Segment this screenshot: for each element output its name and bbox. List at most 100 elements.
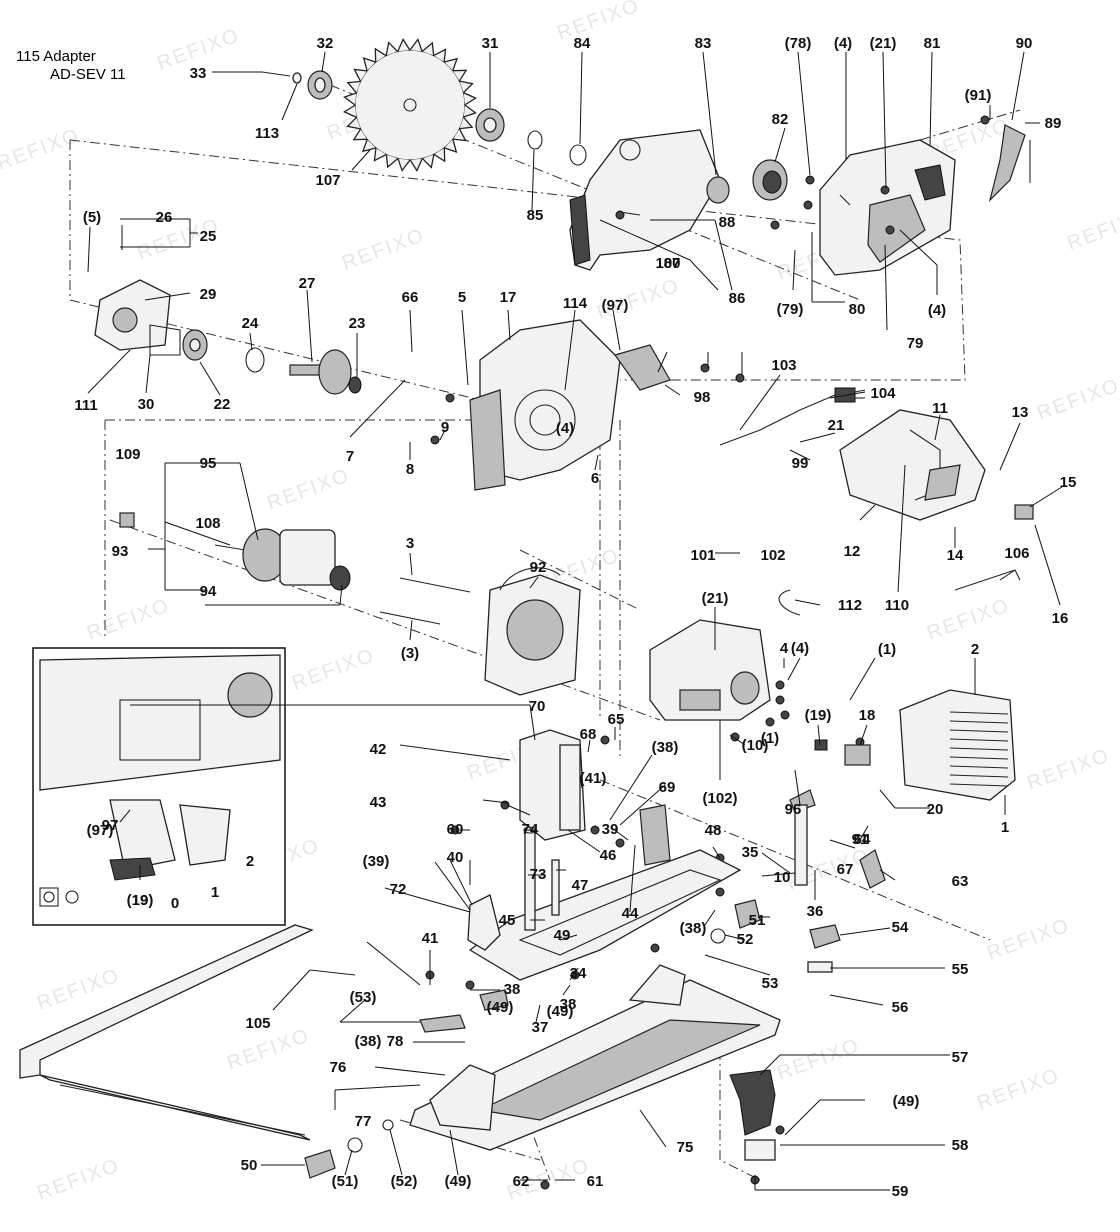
callout-label: (49) xyxy=(487,999,514,1016)
pillar-46 xyxy=(523,826,537,931)
callout-label: (38) xyxy=(680,920,707,937)
callout-label: 77 xyxy=(355,1113,372,1130)
callout-label: 12 xyxy=(844,543,861,560)
callout-label: 35 xyxy=(742,844,759,861)
callout-label: 38 xyxy=(504,981,521,998)
clamp-strip-54 xyxy=(419,1014,466,1033)
callout-label: 37 xyxy=(532,1019,549,1036)
callout-label: 51 xyxy=(749,912,766,929)
parallel-guide-106 xyxy=(19,924,356,1141)
watermark: REFIXO xyxy=(34,1154,123,1204)
callout-label: 91 xyxy=(852,831,869,848)
callout-label: 89 xyxy=(1045,115,1062,132)
callout-label: 5 xyxy=(458,289,466,306)
callout-label: 75 xyxy=(677,1139,694,1156)
callout-label: 42 xyxy=(370,741,387,758)
watermark: REFIXO xyxy=(34,964,123,1014)
callout-label: (91) xyxy=(965,87,992,104)
watermark: REFIXO xyxy=(339,224,428,274)
callout-label: (21) xyxy=(702,590,729,607)
callout-label: 41 xyxy=(422,930,439,947)
callout-label: 92 xyxy=(530,559,547,576)
callout-label: 78 xyxy=(387,1033,404,1050)
brush-holder-19 xyxy=(814,739,871,766)
callout-label: 98 xyxy=(694,389,711,406)
callout-label: 45 xyxy=(499,912,516,929)
callout-label: 53 xyxy=(762,975,779,992)
callout-label: 1 xyxy=(1001,819,1009,836)
plate-16 xyxy=(1014,504,1034,520)
callout-label: 26 xyxy=(156,209,173,226)
inset-label: 0 xyxy=(171,895,179,912)
callout-label: 15 xyxy=(1060,474,1077,491)
callout-label: (53) xyxy=(350,989,377,1006)
watermark: REFIXO xyxy=(1064,204,1120,254)
callout-label: 61 xyxy=(587,1173,604,1190)
callout-label: 44 xyxy=(622,905,639,922)
watermark: REFIXO xyxy=(0,124,83,174)
callout-label: 112 xyxy=(838,597,862,614)
callout-label: 46 xyxy=(600,847,617,864)
watermark: REFIXO xyxy=(289,644,378,694)
armature-94 xyxy=(119,512,351,591)
callout-label: 48 xyxy=(705,822,722,839)
callout-label: 97 xyxy=(102,817,119,834)
callout-label: 62 xyxy=(513,1173,530,1190)
callout-label: 32 xyxy=(317,35,334,52)
callout-label: 57 xyxy=(952,1049,969,1066)
callout-label: 105 xyxy=(245,1015,270,1032)
callout-label: 25 xyxy=(200,228,217,245)
watermark: REFIXO xyxy=(974,1064,1063,1114)
saw-blade-108 xyxy=(342,37,478,173)
callout-label: 20 xyxy=(927,801,944,818)
callout-label: 21 xyxy=(828,417,845,434)
callout-label: 69 xyxy=(659,779,676,796)
blade-guard-88 xyxy=(569,129,721,271)
callout-label: 8 xyxy=(406,461,414,478)
callout-label: 3 xyxy=(406,535,414,552)
adapter-title: 115 Adapter xyxy=(16,48,96,65)
long-screws-3 xyxy=(379,577,471,625)
callout-label: 94 xyxy=(200,583,217,600)
shaft-gear-29 xyxy=(289,349,362,395)
switch-98 xyxy=(614,344,671,391)
callout-label: 59 xyxy=(892,1183,909,1200)
spring-84 xyxy=(706,176,730,204)
callout-label: 65 xyxy=(608,711,625,728)
callout-label: 68 xyxy=(580,726,597,743)
callout-label: 99 xyxy=(792,455,809,472)
callout-label: 85 xyxy=(527,207,544,224)
callout-label: 27 xyxy=(299,275,316,292)
gear-cover-30 xyxy=(94,279,181,356)
callout-label: 6 xyxy=(591,470,599,487)
callout-label: 31 xyxy=(482,35,499,52)
callout-label: 87 xyxy=(664,255,681,272)
callout-label: 33 xyxy=(190,65,207,82)
callout-label: 19 xyxy=(132,892,149,909)
callout-label: 64 xyxy=(854,831,871,848)
callout-label: 110 xyxy=(885,597,909,614)
callout-label: 60 xyxy=(447,821,464,838)
inset-label: 2 xyxy=(246,853,254,870)
callout-label: (38) xyxy=(652,739,679,756)
watermark: REFIXO xyxy=(554,0,643,45)
lever-64 xyxy=(794,804,886,889)
callout-label: (4) xyxy=(834,35,852,52)
callout-label: 93 xyxy=(112,543,129,560)
callout-label: 73 xyxy=(530,866,547,883)
callout-label: 55 xyxy=(952,961,969,978)
callout-label: 13 xyxy=(1012,404,1029,421)
callout-label: 47 xyxy=(572,877,589,894)
callout-label: 76 xyxy=(330,1059,347,1076)
callout-label: 9 xyxy=(441,419,449,436)
inset-detail xyxy=(32,647,286,926)
callout-label: (1) xyxy=(878,641,896,658)
handle-58 xyxy=(729,1069,776,1161)
callout-label: 72 xyxy=(390,881,407,898)
callout-label: 56 xyxy=(892,999,909,1016)
callout-label: 109 xyxy=(115,446,140,463)
callout-label: 88 xyxy=(719,214,736,231)
stator-93 xyxy=(484,567,581,696)
callout-label: 22 xyxy=(214,396,231,413)
